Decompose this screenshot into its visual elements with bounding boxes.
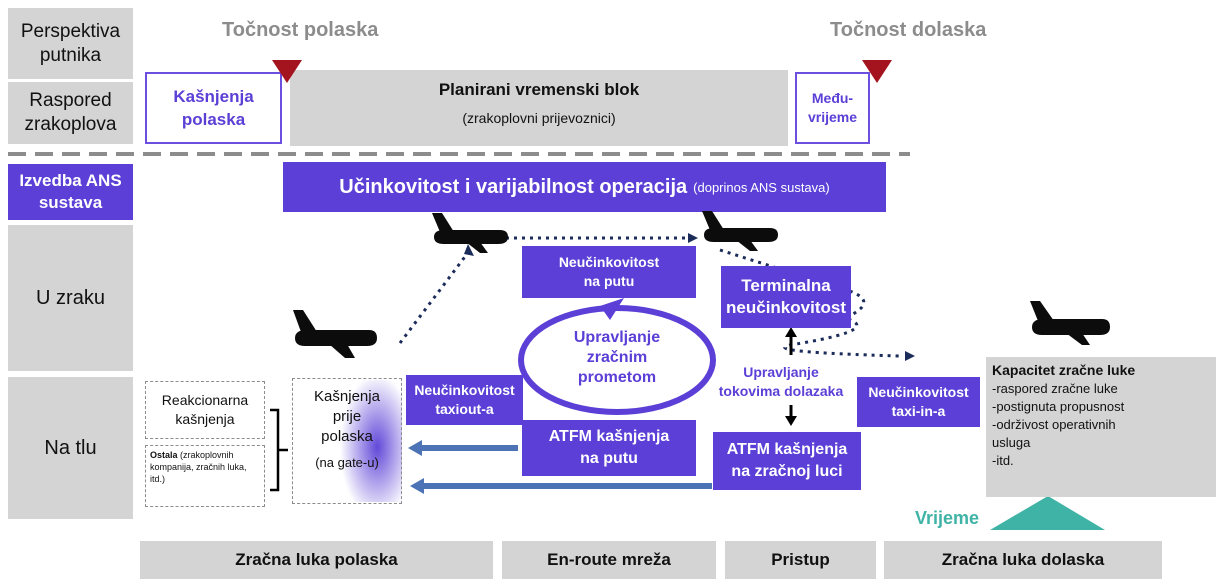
label-raspored-zrakoplova: Raspored zrakoplova (8, 82, 133, 144)
plane-icon-cruise (702, 211, 778, 251)
red-marker-dolaska (862, 60, 892, 83)
planirani-vremenski-blok: Planirani vremenski blok (zrakoplovni pr… (290, 70, 788, 146)
bracket (270, 408, 288, 492)
terminalna-neucinkovitost-box: Terminalna neučinkovitost (721, 266, 851, 328)
banner-main: Učinkovitost i varijabilnost operacija (339, 175, 688, 198)
label-izvedba-ans-sustava: Izvedba ANS sustava (8, 164, 133, 220)
neucinkovitost-taxiout-box: Neučinkovitost taxiout-a (406, 375, 523, 425)
planirani-subtitle: (zrakoplovni prijevoznici) (462, 110, 616, 126)
label-na-tlu: Na tlu (8, 377, 133, 519)
neucinkovitost-na-putu-box: Neučinkovitost na putu (522, 246, 696, 298)
ostala-text: (zrakoplovnih kompanija, zračnih luka, i… (150, 450, 247, 484)
atm-ellipse-arrowhead (600, 298, 624, 320)
arrowhead-descent (905, 351, 915, 361)
footer-zracna-luka-dolaska: Zračna luka dolaska (884, 541, 1162, 579)
planirani-title: Planirani vremenski blok (438, 80, 640, 99)
neucinkovitost-taxiin-box: Neučinkovitost taxi-in-a (857, 377, 980, 427)
red-marker-polaska (272, 60, 302, 83)
banner-sub: (doprinos ANS sustava) (693, 179, 830, 195)
medjuvrijeme-box: Među- vrijeme (795, 72, 870, 144)
footer-zracna-luka-polaska: Zračna luka polaska (140, 541, 493, 579)
kapacitet-title: Kapacitet zračne luke (992, 362, 1136, 378)
upravljanje-tokovima-dolazaka: Upravljanje tokovima dolazaka (718, 364, 844, 399)
plane-icon-arrival (1030, 301, 1110, 345)
kapacitet-zracne-luke-box: Kapacitet zračne luke -raspored zračne l… (986, 357, 1216, 497)
plane-icon-climb (432, 213, 508, 253)
reakcionarna-kasnjenja-box: Reakcionarna kašnjenja (145, 381, 265, 439)
label-u-zraku: U zraku (8, 225, 133, 371)
dotted-path-descent (719, 248, 901, 358)
kasnjenja-prije-polaska-box: Kašnjenja prije polaska (na gate-u) (292, 378, 402, 504)
vrijeme-triangle (990, 496, 1105, 530)
na-gate-text: (na gate-u) (315, 455, 379, 470)
plane-icon-ground-left (293, 310, 377, 358)
ostala-bold: Ostala (150, 450, 178, 460)
dotted-path-climb (398, 249, 472, 344)
ostala-box: Ostala (zrakoplovnih kompanija, zračnih … (145, 445, 265, 507)
upravljanje-zracnim-prometom: Upravljanje zračnim prometom (573, 329, 661, 386)
atfm-kasnjenja-na-zracnoj-luci-box: ATFM kašnjenja na zračnoj luci (713, 432, 861, 490)
ucinkovitost-banner: Učinkovitost i varijabilnost operacija (… (283, 162, 886, 212)
header-tocnost-polaska: Točnost polaska (222, 19, 379, 41)
atfm-kasnjenja-na-putu-box: ATFM kašnjenja na putu (522, 420, 696, 476)
vrijeme-label: Vrijeme (915, 508, 980, 528)
label-perspektiva-putnika: Perspektiva putnika (8, 8, 133, 79)
kapacitet-items: -raspored zračne luke -postignuta propus… (992, 381, 1125, 468)
arrowhead-climb (464, 244, 474, 256)
kasnjenja-polaska-box: Kašnjenja polaska (145, 72, 282, 144)
header-tocnost-dolaska: Točnost dolaska (830, 19, 987, 41)
kasnjenja-prije-polaska-text: Kašnjenja prije polaska (314, 388, 380, 445)
footer-pristup: Pristup (725, 541, 876, 579)
gate-gradient (340, 380, 402, 502)
footer-en-route-mreza: En-route mreža (502, 541, 716, 579)
arrowhead-cruise (688, 233, 698, 243)
